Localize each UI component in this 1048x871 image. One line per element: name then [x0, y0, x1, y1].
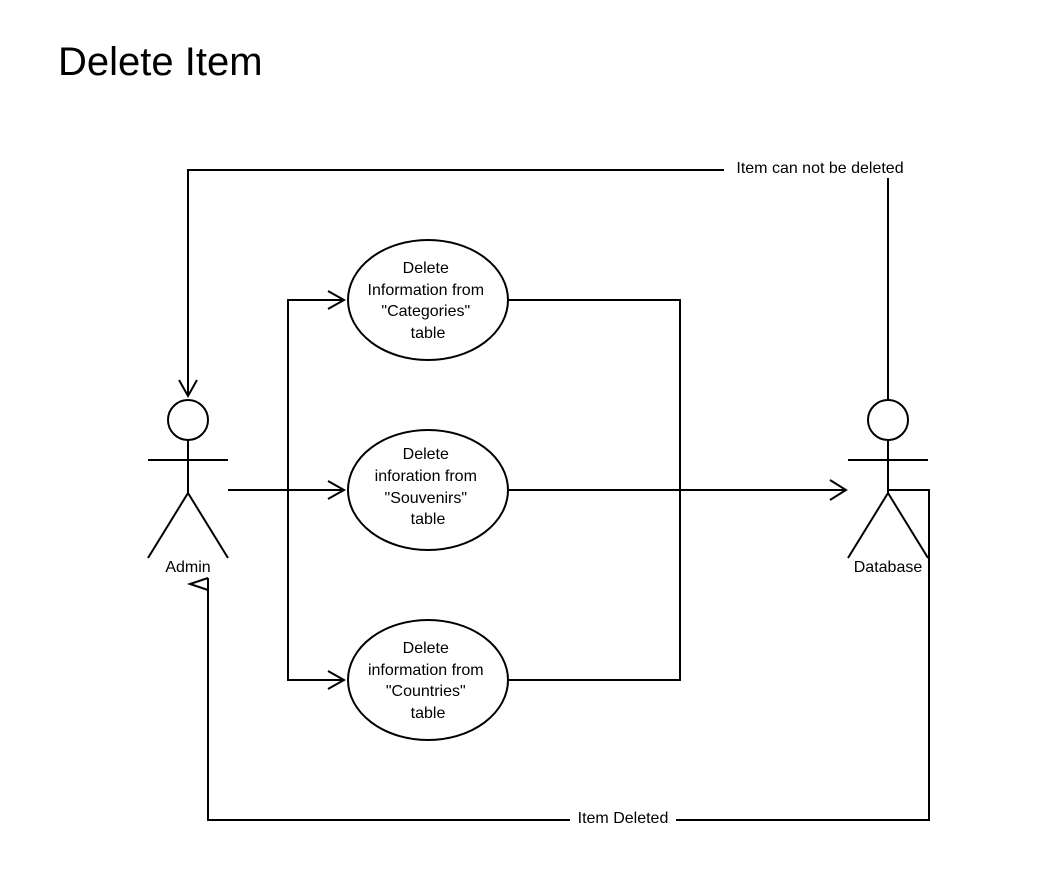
- deleted-label: Item Deleted: [578, 810, 669, 827]
- cannot-delete-label: Item can not be deleted: [736, 160, 903, 177]
- deleted-arrowhead: [186, 577, 209, 591]
- countries-arrowhead: [327, 670, 347, 690]
- actor-admin-right-leg: [187, 492, 229, 559]
- actor-admin[interactable]: Admin: [147, 399, 229, 576]
- flow-item-can-not-be-deleted[interactable]: Item can not be deleted: [178, 156, 916, 400]
- categories-arrowhead: [327, 290, 347, 310]
- use-case-categories-label: Delete Information from "Categories" tab…: [368, 260, 489, 342]
- use-case-countries-label: Delete information from "Countries" tabl…: [368, 640, 488, 722]
- usecases-to-database-connector: [508, 299, 848, 681]
- use-case-souvenirs-ellipse: [347, 429, 509, 551]
- use-case-souvenirs-label: Delete inforation from "Souvenirs" table: [375, 446, 482, 528]
- deleted-label-bg: [570, 807, 676, 829]
- cannot-delete-label-bg: [724, 156, 916, 178]
- actor-admin-label: Admin: [165, 559, 210, 576]
- use-case-souvenirs[interactable]: Delete inforation from "Souvenirs" table: [347, 429, 509, 551]
- souvenirs-arrowhead: [327, 480, 347, 500]
- flow-item-deleted[interactable]: Item Deleted: [186, 489, 930, 829]
- use-case-categories-ellipse: [347, 239, 509, 361]
- deleted-line: [207, 489, 930, 821]
- actor-admin-left-leg: [147, 492, 189, 559]
- cannot-delete-arrowhead: [178, 379, 198, 399]
- actor-database-head: [867, 399, 909, 441]
- actor-database-label: Database: [854, 559, 923, 576]
- admin-to-usecases-connector: [228, 290, 347, 690]
- actor-database-left-leg: [847, 492, 889, 559]
- use-case-categories[interactable]: Delete Information from "Categories" tab…: [347, 239, 509, 361]
- admin-branch-line: [287, 299, 344, 681]
- cannot-delete-line: [187, 169, 889, 400]
- page-title: Delete Item: [58, 40, 263, 84]
- use-case-countries[interactable]: Delete information from "Countries" tabl…: [347, 619, 509, 741]
- use-case-countries-ellipse: [347, 619, 509, 741]
- actor-database[interactable]: Database: [847, 399, 929, 576]
- database-arrowhead: [829, 479, 848, 501]
- actor-admin-head: [167, 399, 209, 441]
- actor-database-right-leg: [887, 492, 929, 559]
